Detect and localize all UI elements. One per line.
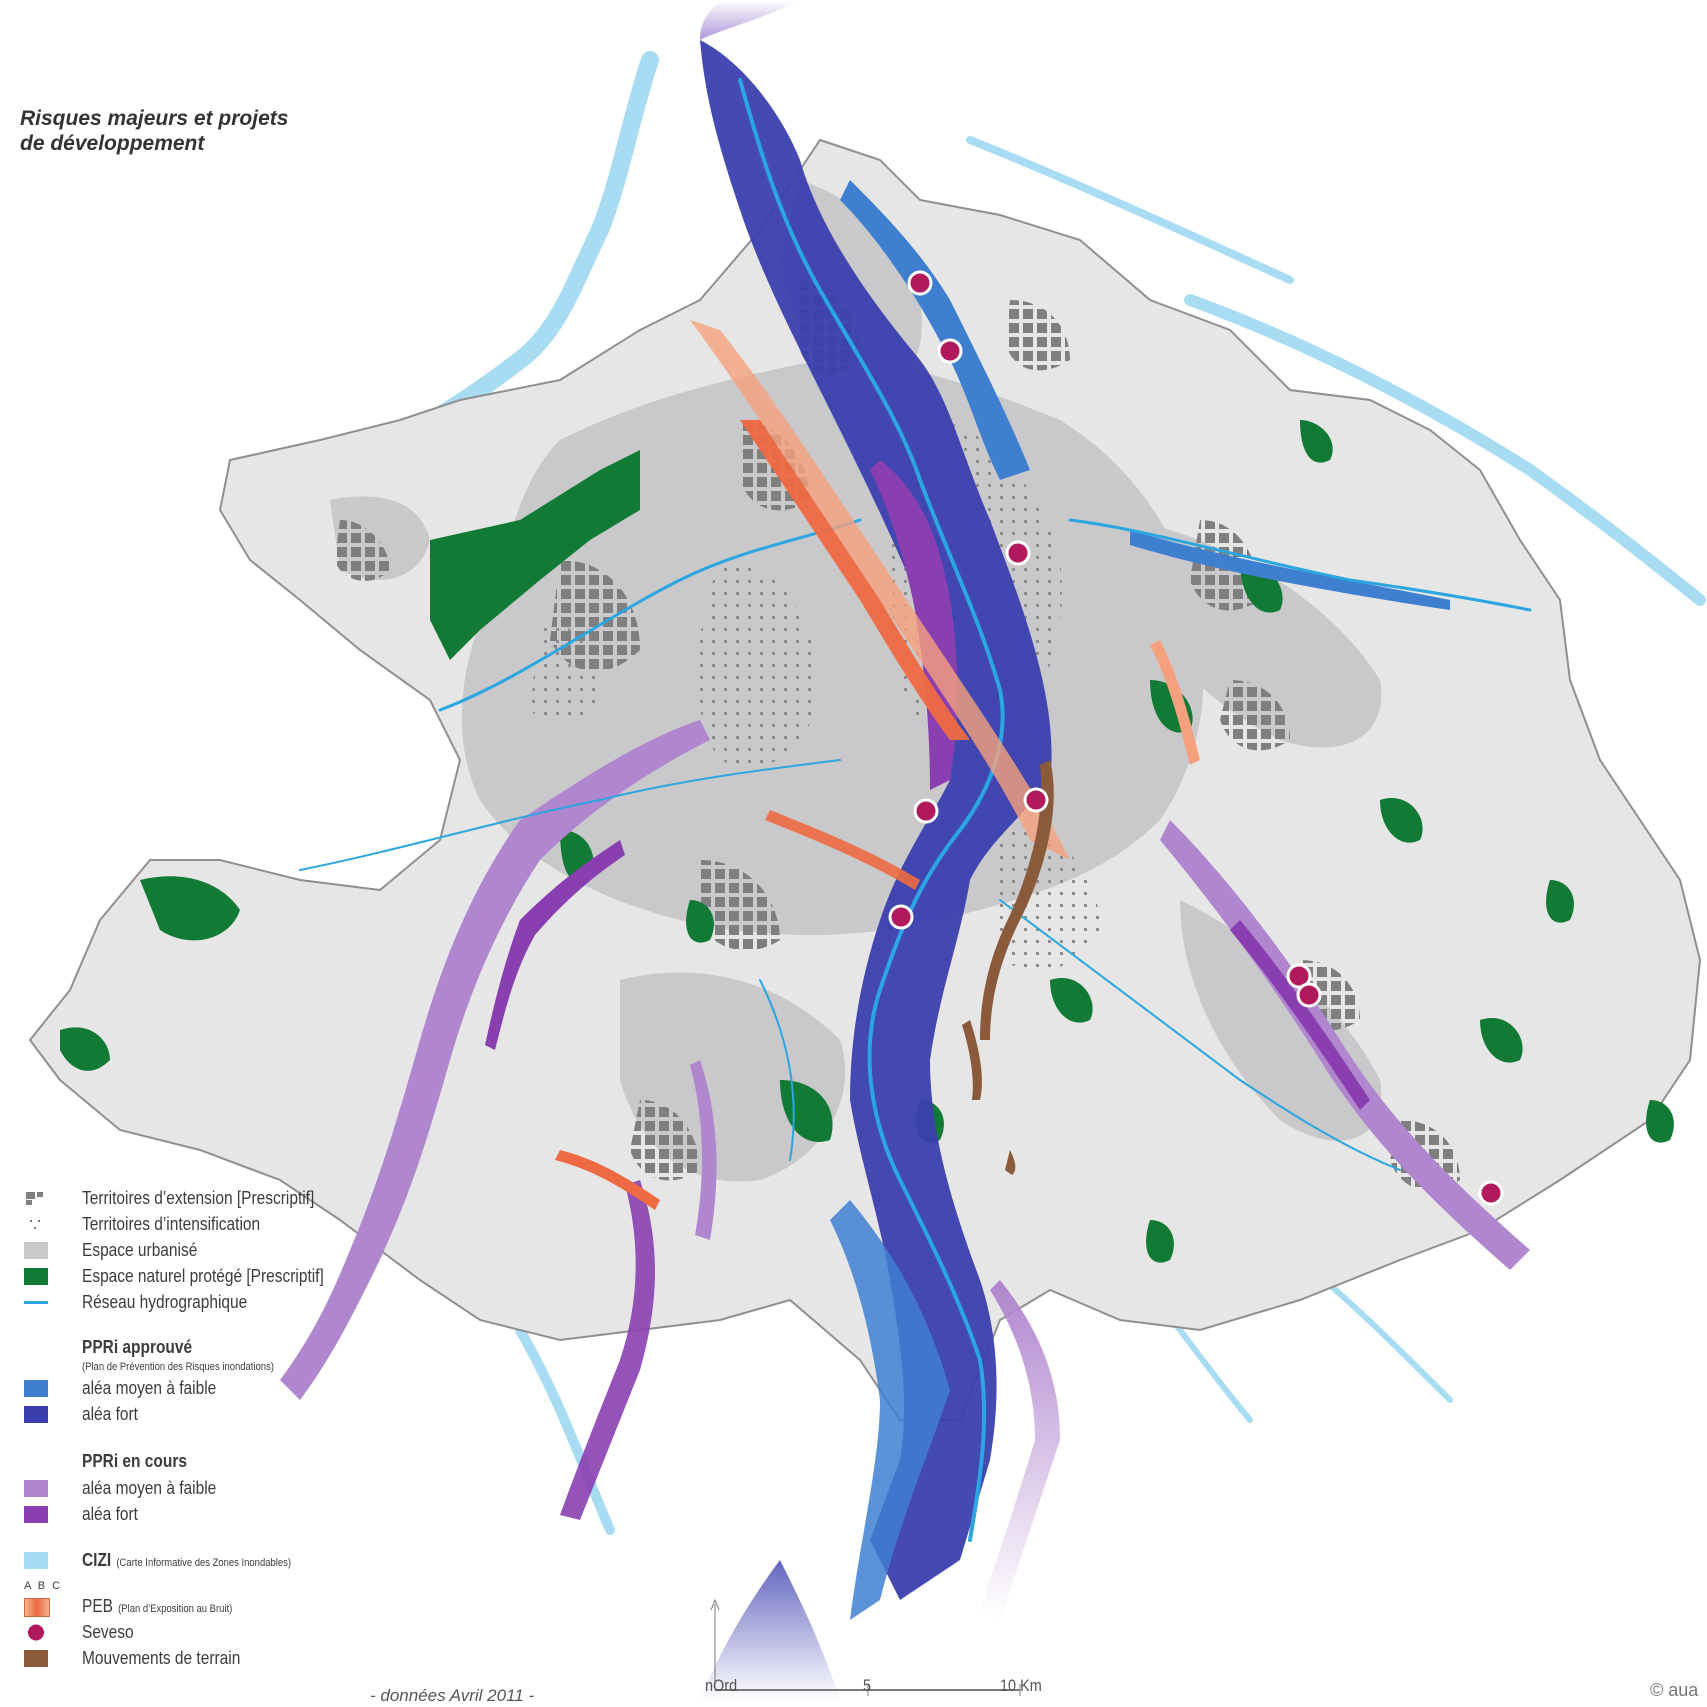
ppri-app-moyen-swatch	[24, 1380, 48, 1397]
extension-swatch	[26, 1192, 43, 1205]
map-title: Risques majeurs et projets de développem…	[20, 106, 340, 156]
protected-natural-areas	[60, 420, 1674, 1263]
copyright: © aua	[1650, 1680, 1699, 1700]
seveso-point	[913, 798, 939, 824]
legend-ppri-approuve-subtitle: (Plan de Prévention des Risques inondati…	[82, 1361, 274, 1373]
hydrographic-network	[299, 78, 1532, 1542]
map-title-line1: Risques majeurs et projets	[20, 107, 289, 130]
naturel-swatch	[24, 1268, 48, 1285]
intensification-swatch	[30, 1220, 40, 1229]
ppri-cours-fort-swatch	[24, 1506, 48, 1523]
reseau-swatch	[24, 1294, 48, 1311]
seveso-point	[1005, 540, 1031, 566]
peb-subtitle: (Plan d’Exposition au Bruit)	[118, 1603, 233, 1615]
ppri-cours-moyen-swatch	[24, 1480, 48, 1497]
cizi-subtitle: (Carte Informative des Zones Inondables)	[116, 1557, 291, 1569]
data-date-credit: - données Avril 2011 -	[370, 1686, 535, 1705]
peb-abc: A B C	[24, 1580, 63, 1592]
seveso-point	[1478, 1180, 1504, 1206]
cizi-swatch	[24, 1552, 48, 1569]
cizi-title: CIZI	[82, 1550, 112, 1570]
seveso-point	[937, 338, 963, 364]
seveso-point	[907, 270, 933, 296]
scale-north-label: nOrd	[705, 1676, 738, 1695]
ppri-approuve-zones	[700, 0, 1450, 1700]
seveso-swatch	[28, 1624, 44, 1641]
seveso-point	[888, 904, 914, 930]
peb-swatch	[24, 1598, 50, 1617]
mouvements-terrain	[962, 760, 1054, 1175]
mouvements-swatch	[24, 1650, 48, 1667]
seveso-point	[1296, 982, 1322, 1008]
peb-zones	[555, 320, 1200, 1210]
map-title-line2: de développement	[20, 132, 205, 155]
legend-ppri-approuve-title: PPRi approuvé	[82, 1337, 193, 1357]
seveso-sites	[888, 270, 1504, 1206]
seveso-point	[1286, 963, 1312, 989]
ppri-app-fort-swatch	[24, 1406, 48, 1423]
scale-bar	[710, 1598, 1021, 1696]
peb-title: PEB	[82, 1596, 113, 1616]
urbanise-swatch	[24, 1242, 48, 1259]
scale-end-label: 10 Km	[1000, 1676, 1042, 1695]
seveso-point	[1023, 787, 1049, 813]
legend-ppri-cours-title: PPRi en cours	[82, 1451, 187, 1471]
scale-mid-label: 5	[863, 1676, 872, 1695]
